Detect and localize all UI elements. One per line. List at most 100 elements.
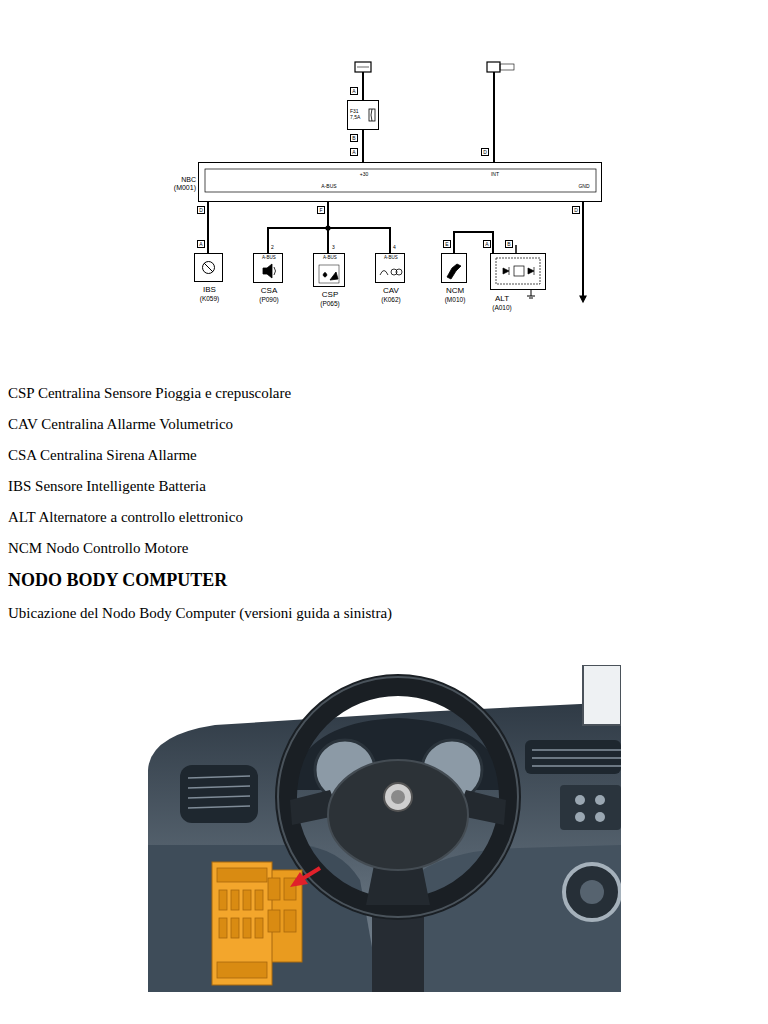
volumetric-alarm-icon bbox=[396, 269, 402, 275]
fuse-box-detail bbox=[243, 918, 251, 938]
abbreviation-note: CAV Centralina Allarme Volumetrico bbox=[8, 416, 728, 433]
fuse-box bbox=[212, 862, 272, 985]
component-box: A-BUSCAV(K062) bbox=[375, 253, 405, 283]
component-box: NCM(M010) bbox=[441, 253, 467, 283]
node-text: CAV bbox=[369, 287, 413, 296]
button bbox=[575, 812, 585, 822]
ground-wire bbox=[582, 202, 584, 298]
fuse-box-detail bbox=[231, 890, 239, 910]
alternator-icon bbox=[509, 267, 510, 275]
alternator-icon bbox=[496, 258, 540, 284]
node-text: (K059) bbox=[188, 295, 232, 302]
fuse-box-detail bbox=[231, 918, 239, 938]
terminal-box bbox=[355, 62, 371, 72]
fuse-box: F31 7,5A bbox=[347, 100, 379, 130]
node-text: NCM bbox=[433, 287, 477, 296]
node-text: (P065) bbox=[308, 300, 352, 307]
vent-slats bbox=[532, 749, 621, 751]
connector-code: D bbox=[572, 206, 580, 214]
battery-sensor-icon bbox=[204, 263, 213, 272]
fuse-box-detail bbox=[255, 890, 263, 910]
alternator-icon bbox=[503, 268, 509, 274]
illustration-ground bbox=[148, 665, 621, 992]
fuse-box-detail bbox=[268, 910, 280, 932]
abbreviation-note: CSA Centralina Sirena Allarme bbox=[8, 447, 728, 464]
siren-icon bbox=[274, 267, 276, 275]
fuse-symbol bbox=[369, 109, 375, 121]
node-text: IBS bbox=[188, 286, 232, 295]
fuse-box-detail bbox=[268, 878, 280, 900]
fuse-box-detail bbox=[284, 910, 296, 932]
left-vent bbox=[180, 765, 258, 823]
ground-symbol bbox=[529, 298, 533, 299]
node-text: A-BUS bbox=[314, 256, 346, 261]
button bbox=[575, 795, 585, 805]
node-text: INT bbox=[483, 172, 507, 178]
component-box: IBS(K059) bbox=[194, 253, 223, 282]
wire bbox=[268, 202, 328, 253]
connector-code: A bbox=[483, 240, 491, 248]
node-text: +30 bbox=[352, 172, 376, 178]
knee-panel bbox=[148, 845, 380, 992]
connector-code: A bbox=[197, 240, 205, 248]
volumetric-alarm-icon bbox=[380, 271, 388, 276]
rain-sensor-icon bbox=[319, 265, 339, 283]
ground-wire bbox=[531, 290, 532, 296]
wiring bbox=[205, 62, 596, 302]
fuse-box-detail bbox=[217, 868, 296, 978]
button bbox=[595, 812, 605, 822]
vent-slats bbox=[188, 776, 250, 778]
component-box: A-BUSCSP(P065) bbox=[313, 253, 345, 287]
alternator-icon bbox=[514, 266, 524, 276]
dashboard-illustration bbox=[148, 665, 621, 992]
figure-caption: Ubicazione del Nodo Body Computer (versi… bbox=[8, 605, 392, 622]
knob-center bbox=[580, 880, 604, 904]
terminal-mark bbox=[357, 67, 369, 68]
connector-code: B bbox=[350, 134, 358, 142]
node-text: A-BUS bbox=[317, 184, 341, 190]
node-text: CSA bbox=[247, 287, 291, 296]
pointer-arrow bbox=[290, 868, 320, 887]
button bbox=[595, 795, 605, 805]
abbreviation-note: CSP Centralina Sensore Pioggia e crepusc… bbox=[8, 385, 728, 402]
body-computer-box: NBC (M001)+30INTA-BUSGND bbox=[198, 162, 602, 202]
abbreviation-note: NCM Nodo Controllo Motore bbox=[8, 540, 728, 557]
vent-slats bbox=[188, 786, 250, 788]
connector-code: 4 bbox=[393, 245, 399, 251]
screen bbox=[583, 665, 621, 725]
volumetric-alarm-icon bbox=[380, 269, 402, 275]
connector-code: B bbox=[505, 240, 513, 248]
fuse-symbol bbox=[371, 109, 372, 121]
battery-sensor-icon bbox=[203, 262, 215, 274]
knob bbox=[564, 864, 620, 920]
node-text: (K062) bbox=[369, 296, 413, 303]
connector-code: A bbox=[350, 87, 358, 95]
dashboard bbox=[148, 702, 621, 992]
node-text: (A010) bbox=[485, 304, 519, 311]
rain-sensor-icon bbox=[330, 272, 338, 280]
alternator-icon bbox=[528, 268, 534, 274]
node-text: (P090) bbox=[247, 296, 291, 303]
logo bbox=[384, 783, 412, 811]
siren-icon bbox=[263, 264, 272, 278]
pin-stub bbox=[515, 245, 517, 253]
connector-code: D bbox=[197, 206, 205, 214]
node-text: GND bbox=[572, 184, 596, 190]
wire bbox=[493, 72, 495, 162]
rain-sensor-icon bbox=[323, 273, 327, 278]
steering-wheel-rim bbox=[286, 685, 510, 909]
rain-sensor-icon bbox=[319, 265, 339, 283]
logo-center bbox=[391, 790, 405, 804]
terminal-box bbox=[500, 64, 514, 70]
terminal-box bbox=[487, 62, 500, 72]
connector-code: E bbox=[443, 240, 451, 248]
fuse-box-detail bbox=[217, 868, 267, 882]
siren-icon bbox=[263, 264, 276, 278]
fuse-box-detail bbox=[243, 890, 251, 910]
section-heading: NODO BODY COMPUTER bbox=[8, 571, 227, 591]
node-text: CSP bbox=[308, 291, 352, 300]
connector-code: A bbox=[350, 148, 358, 156]
node-text: A-BUS bbox=[254, 256, 284, 261]
node-text: A-BUS bbox=[376, 256, 406, 261]
